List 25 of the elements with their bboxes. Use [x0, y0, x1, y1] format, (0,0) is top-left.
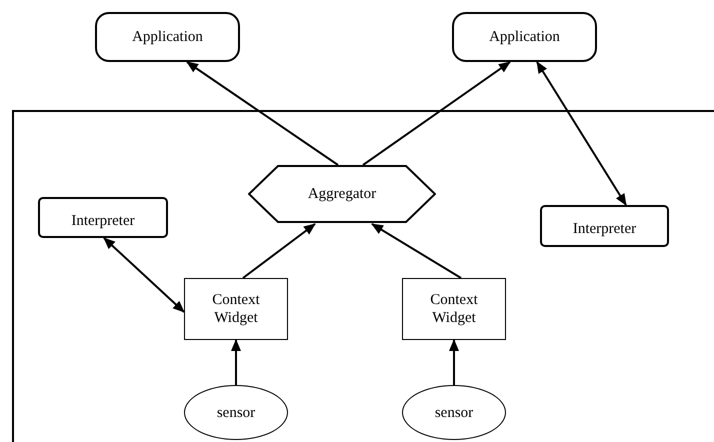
- application-node: [452, 12, 597, 62]
- interpreter-label: Interpreter: [71, 212, 135, 230]
- interpreter-box: [540, 205, 669, 247]
- arrow: [103, 237, 185, 313]
- sensor-label: sensor: [216, 404, 256, 422]
- application-label: Application: [132, 28, 203, 46]
- arrow: [231, 339, 241, 385]
- widget-label: Context Widget: [211, 291, 261, 327]
- aggregator-label: Aggregator: [308, 185, 376, 203]
- widget-label: Context Widget: [429, 291, 479, 327]
- arrow: [536, 61, 627, 206]
- arrow: [362, 61, 511, 166]
- arrow: [371, 223, 462, 279]
- widget-box: [184, 278, 288, 340]
- application-node: [95, 12, 240, 62]
- widget-box: [402, 278, 506, 340]
- sensor-label: sensor: [434, 404, 474, 422]
- aggregator-hexagon: [248, 165, 436, 223]
- arrow: [242, 223, 316, 279]
- boundary-frame: [12, 110, 714, 442]
- arrow: [449, 339, 459, 385]
- arrow: [186, 61, 339, 166]
- interpreter-label: Interpreter: [572, 220, 636, 238]
- application-label: Application: [489, 28, 560, 46]
- interpreter-box: [38, 197, 168, 238]
